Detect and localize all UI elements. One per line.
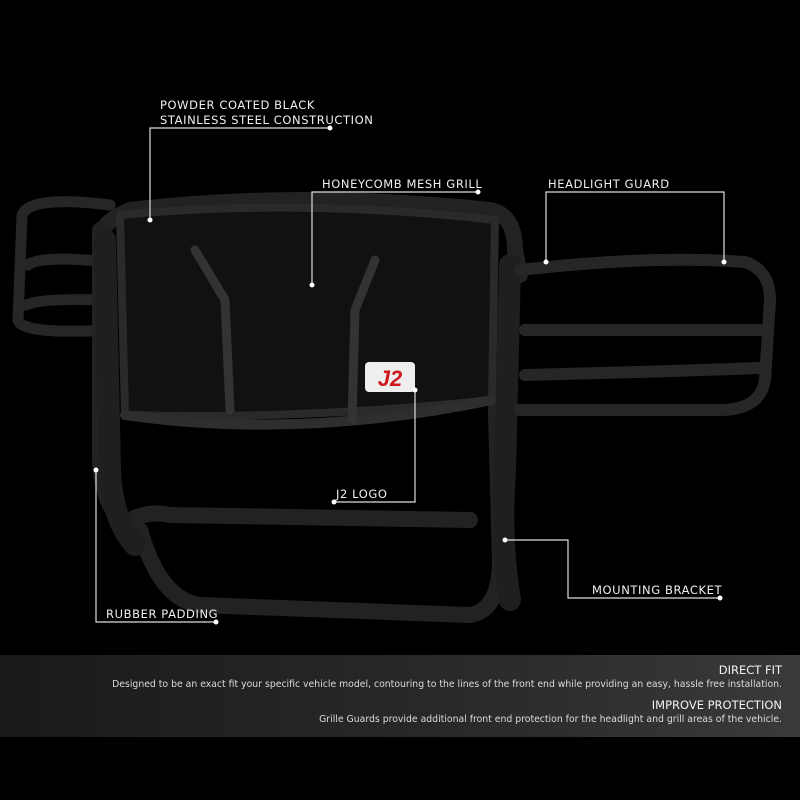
uprights: [94, 229, 521, 611]
j2-logo: J2: [365, 362, 415, 392]
callout-mesh: HONEYCOMB MESH GRILL: [322, 177, 483, 191]
callout-padding: RUBBER PADDING: [106, 607, 219, 621]
callout-dots: [93, 125, 727, 625]
honeycomb-mesh: [116, 203, 499, 430]
callout-bracket: MOUNTING BRACKET: [592, 583, 723, 597]
feature-title-direct-fit: DIRECT FIT: [718, 663, 782, 677]
callout-logo: J2 LOGO: [336, 487, 388, 501]
feature-banner: DIRECT FIT Designed to be an exact fit y…: [0, 655, 800, 737]
callout-headlight: HEADLIGHT GUARD: [548, 177, 670, 191]
svg-text:J2: J2: [378, 366, 403, 391]
callout-construction-line1: POWDER COATED BLACK: [160, 98, 315, 112]
feature-text-direct-fit: Designed to be an exact fit your specifi…: [112, 679, 782, 690]
headlight-guard-bars: [514, 253, 776, 416]
feature-title-protection: IMPROVE PROTECTION: [651, 698, 782, 712]
callout-lines: [95, 127, 725, 623]
callout-construction-line2: STAINLESS STEEL CONSTRUCTION: [160, 113, 374, 127]
feature-text-protection: Grille Guards provide additional front e…: [319, 714, 782, 725]
